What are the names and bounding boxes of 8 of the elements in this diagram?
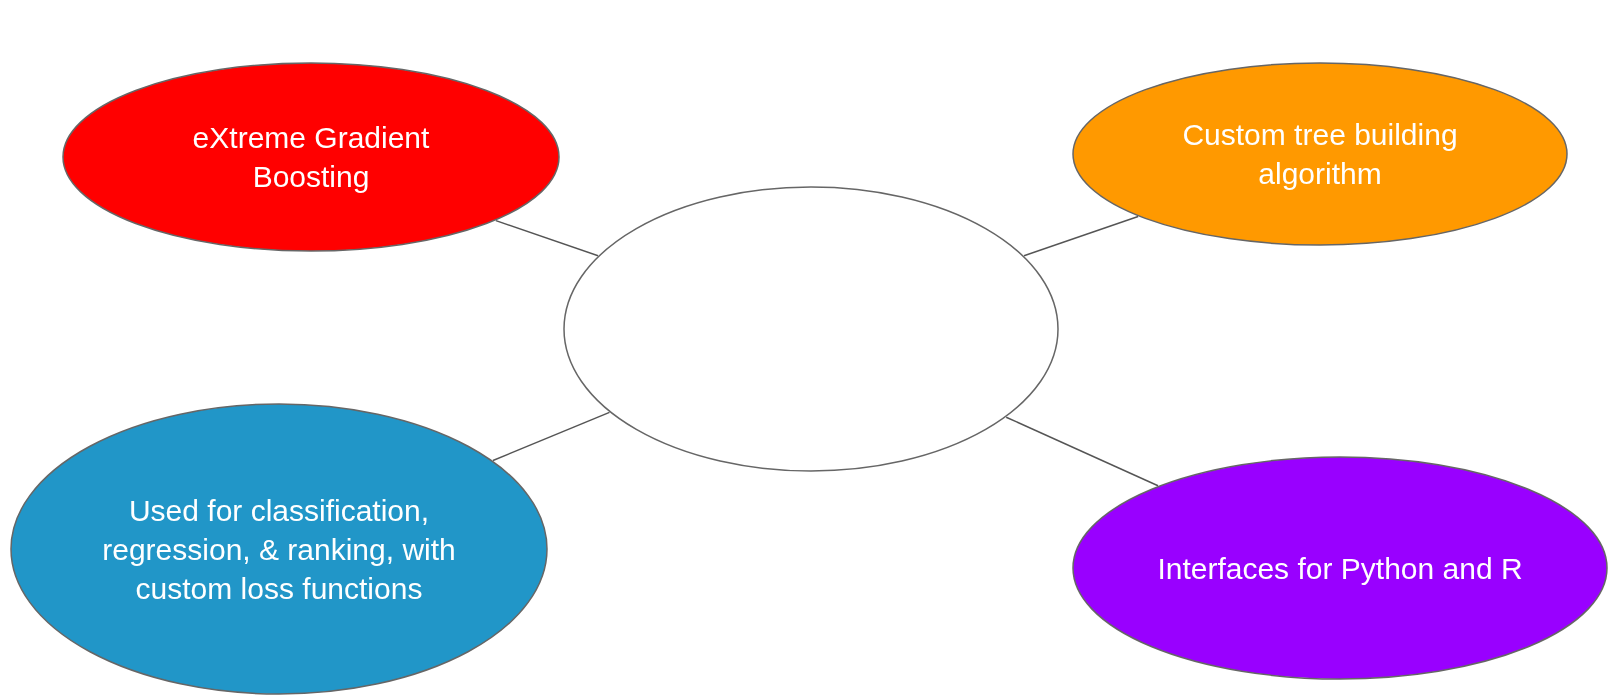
connector-line bbox=[492, 411, 611, 462]
topic-text: eXtreme Gradient Boosting bbox=[191, 120, 431, 195]
topic-text: Used for classification, regression, & ranking, with custom loss functions bbox=[101, 492, 457, 607]
connector-line bbox=[1005, 416, 1159, 487]
connector-line bbox=[495, 219, 599, 257]
connector-line bbox=[1023, 215, 1139, 257]
topic-text: Custom tree building algorithm bbox=[1181, 117, 1459, 192]
topic-text: Interfaces for Python and R bbox=[1157, 550, 1523, 587]
